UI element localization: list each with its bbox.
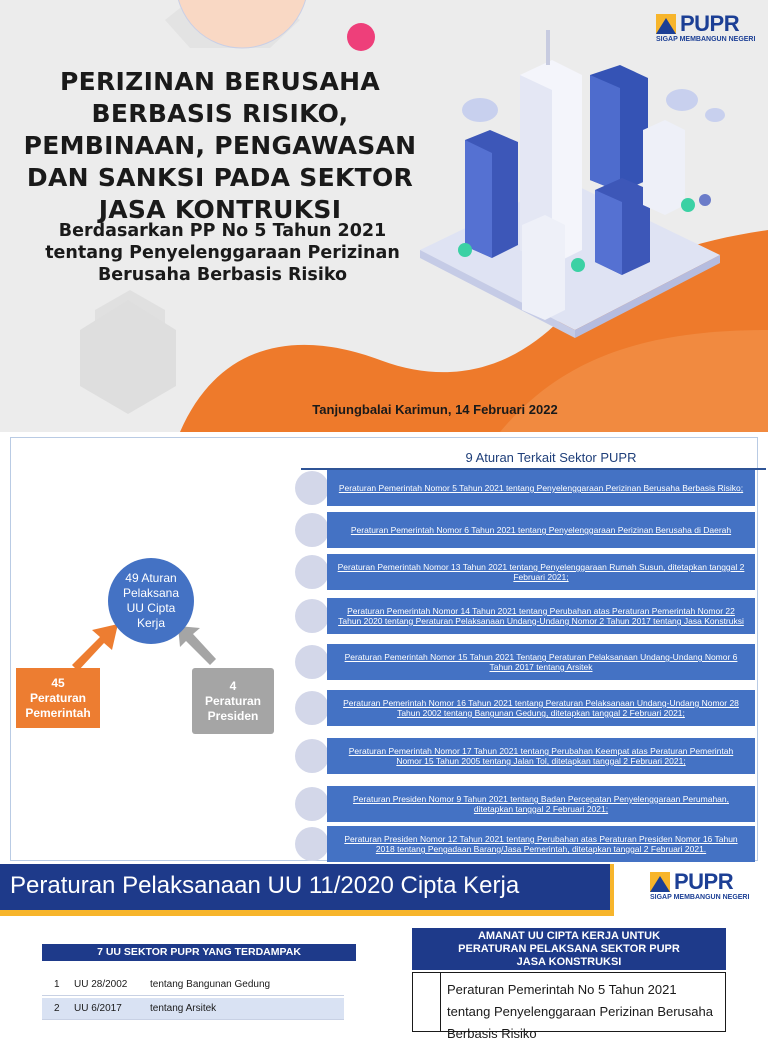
rules-slide: 9 Aturan Terkait Sektor PUPR Peraturan P… [0, 432, 768, 864]
center-circle-line: UU Cipta [126, 601, 176, 615]
hierarchy-arrows [72, 624, 216, 671]
rule-bullet [295, 827, 329, 861]
perpres-count-box: 4 Peraturan Presiden [192, 668, 274, 734]
rule-item: Peraturan Pemerintah Nomor 5 Tahun 2021 … [295, 470, 755, 506]
rule-link[interactable]: Peraturan Presiden Nomor 12 Tahun 2021 t… [327, 826, 755, 862]
pp-count-line: Peraturan [29, 690, 86, 705]
cover-subtitle-line: Berusaha Berbasis Risiko [97, 265, 348, 285]
rule-link[interactable]: Peraturan Pemerintah Nomor 5 Tahun 2021 … [327, 470, 755, 506]
cover-title-line: PERIZINAN BERUSAHA [60, 67, 380, 96]
amanat-header: AMANAT UU CIPTA KERJA UNTUK PERATURAN PE… [412, 928, 726, 970]
perpres-count-line: Peraturan [204, 693, 262, 708]
title-band-navy [0, 864, 610, 910]
uu-table-row: 2 UU 6/2017 tentang Arsitek [42, 998, 344, 1020]
pupr-logo: PUPR SIGAP MEMBANGUN NEGERI [656, 11, 755, 43]
cover-title-line: DAN SANKSI PADA SEKTOR [26, 163, 414, 192]
implementation-title: Peraturan Pelaksanaan UU 11/2020 Cipta K… [10, 872, 520, 899]
rule-item: Peraturan Presiden Nomor 12 Tahun 2021 t… [295, 826, 755, 862]
pp-count-line: Pemerintah [25, 705, 91, 720]
amanat-text: Peraturan Pemerintah No 5 Tahun 2021 ten… [447, 982, 713, 1041]
rule-item: Peraturan Presiden Nomor 9 Tahun 2021 te… [295, 786, 755, 822]
rule-item: Peraturan Pemerintah Nomor 16 Tahun 2021… [295, 690, 755, 726]
pp-count-line: 45 [51, 675, 65, 690]
cover-background [80, 0, 768, 432]
center-circle-line: Pelaksana [122, 586, 180, 600]
uu-row-law: UU 28/2002 [74, 979, 128, 990]
rules-frame: 9 Aturan Terkait Sektor PUPR Peraturan P… [10, 437, 766, 862]
perpres-count-line: 4 [229, 678, 237, 693]
cover-subtitle-line: Berdasarkan PP No 5 Tahun 2021 [58, 221, 387, 241]
pupr-logo-word: PUPR [674, 869, 734, 894]
center-circle-line: 49 Aturan [125, 571, 177, 585]
implementation-slide: Peraturan Pelaksanaan UU 11/2020 Cipta K… [0, 864, 768, 1041]
rule-bullet [295, 645, 329, 679]
logo-panel [614, 864, 768, 916]
rule-link[interactable]: Peraturan Pemerintah Nomor 6 Tahun 2021 … [327, 512, 755, 548]
cover-subtitle: Berdasarkan PP No 5 Tahun 2021 tentang P… [30, 220, 415, 286]
center-circle-line: Kerja [136, 616, 165, 630]
rule-link[interactable]: Peraturan Pemerintah Nomor 13 Tahun 2021… [327, 554, 755, 590]
amanat-header-line: PERATURAN PELAKSANA SEKTOR PUPR [458, 943, 680, 955]
amanat-number-column [413, 973, 441, 1031]
pupr-logo: PUPR SIGAP MEMBANGUN NEGERI [650, 869, 749, 901]
pupr-emblem-icon [650, 872, 670, 892]
pupr-logo-tagline: SIGAP MEMBANGUN NEGERI [650, 894, 750, 901]
cover-date: Tanjungbalai Karimun, 14 Februari 2022 [312, 402, 558, 417]
cover-title-line: PEMBINAAN, PENGAWASAN [23, 131, 417, 160]
uu-row-number: 1 [54, 979, 60, 990]
rule-item: Peraturan Pemerintah Nomor 13 Tahun 2021… [295, 554, 755, 590]
rule-bullet [295, 739, 329, 773]
arrow-up-right-icon [72, 624, 118, 671]
rule-link[interactable]: Peraturan Presiden Nomor 9 Tahun 2021 te… [327, 786, 755, 822]
amanat-table: Peraturan Pemerintah No 5 Tahun 2021 ten… [412, 972, 726, 1041]
rules-title-underline [301, 468, 766, 470]
rule-link[interactable]: Peraturan Pemerintah Nomor 15 Tahun 2021… [327, 644, 755, 680]
uu-table-title: 7 UU SEKTOR PUPR YANG TERDAMPAK [42, 944, 356, 961]
uu-row-description: tentang Bangunan Gedung [150, 979, 271, 990]
pupr-logo-tagline: SIGAP MEMBANGUN NEGERI [656, 36, 756, 43]
pupr-logo-word: PUPR [680, 11, 740, 36]
rule-item: Peraturan Pemerintah Nomor 6 Tahun 2021 … [295, 512, 755, 548]
uu-row-number: 2 [54, 1003, 60, 1014]
arrow-up-left-icon [178, 626, 216, 665]
amanat-header-line: JASA KONSTRUKSI [516, 956, 622, 968]
perpres-count-line: Presiden [207, 708, 259, 723]
rule-item: Peraturan Pemerintah Nomor 15 Tahun 2021… [295, 644, 755, 680]
rules-title: 9 Aturan Terkait Sektor PUPR [465, 450, 637, 465]
rule-bullet [295, 471, 329, 505]
uu-row-description: tentang Arsitek [150, 1003, 217, 1014]
rule-item: Peraturan Pemerintah Nomor 14 Tahun 2021… [295, 598, 755, 634]
rule-bullet [295, 691, 329, 725]
amanat-header-line: AMANAT UU CIPTA KERJA UNTUK [477, 930, 661, 942]
cover-title: PERIZINAN BERUSAHA BERBASIS RISIKO, PEMB… [20, 66, 420, 226]
rule-link[interactable]: Peraturan Pemerintah Nomor 14 Tahun 2021… [327, 598, 755, 634]
rule-bullet [295, 599, 329, 633]
cover-slide: PERIZINAN BERUSAHA BERBASIS RISIKO, PEMB… [0, 0, 768, 432]
pupr-emblem-icon [656, 14, 676, 34]
center-circle: 49 Aturan Pelaksana UU Cipta Kerja [108, 558, 194, 644]
rule-bullet [295, 513, 329, 547]
uu-row-law: UU 6/2017 [74, 1003, 122, 1014]
cover-subtitle-line: tentang Penyelenggaraan Perizinan [45, 243, 400, 263]
rule-bullet [295, 555, 329, 589]
rule-item: Peraturan Pemerintah Nomor 17 Tahun 2021… [295, 738, 755, 774]
uu-table-row: 1 UU 28/2002 tentang Bangunan Gedung [42, 974, 344, 996]
cover-title-line: BERBASIS RISIKO, [91, 99, 349, 128]
rule-link[interactable]: Peraturan Pemerintah Nomor 17 Tahun 2021… [327, 738, 755, 774]
rule-link[interactable]: Peraturan Pemerintah Nomor 16 Tahun 2021… [327, 690, 755, 726]
pp-count-box: 45 Peraturan Pemerintah [16, 668, 100, 728]
rule-bullet [295, 787, 329, 821]
cover-title-line: JASA KONTRUKSI [98, 195, 342, 224]
